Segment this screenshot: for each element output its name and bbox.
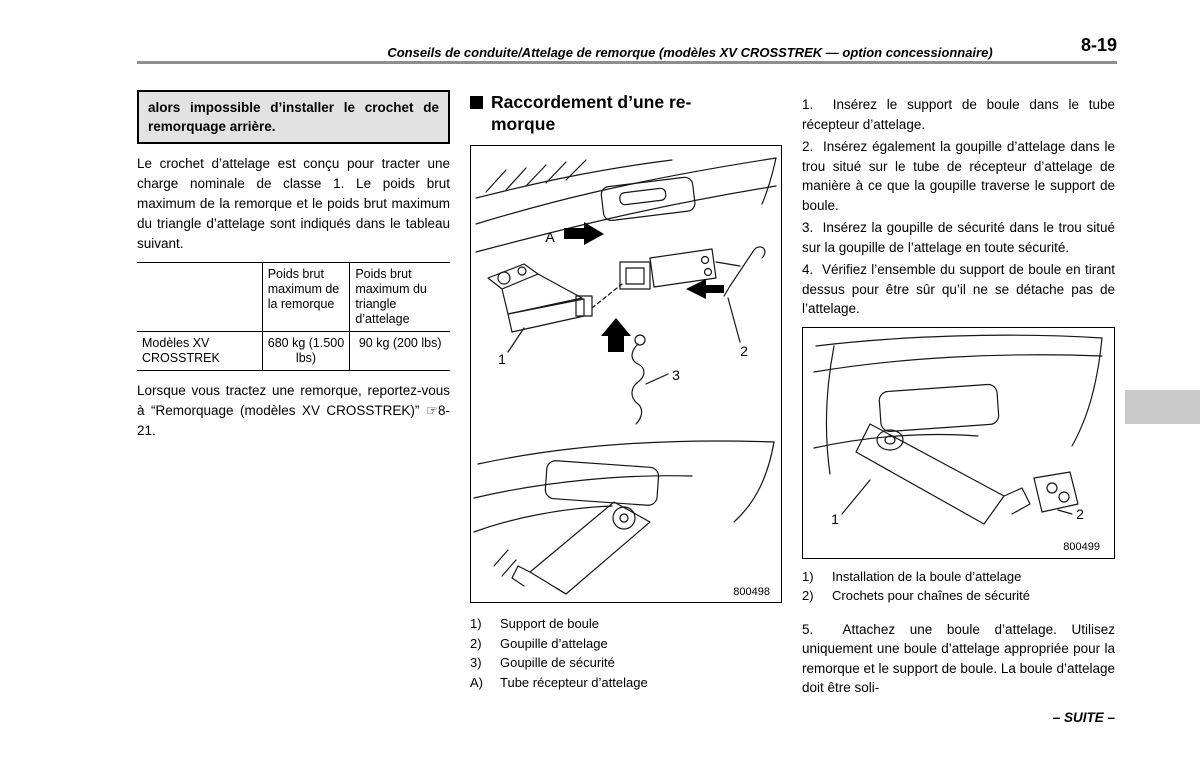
legend-item: 2) Goupille d’attelage (470, 634, 782, 654)
legend-text: Crochets pour chaînes de sécurité (832, 588, 1030, 603)
ball-installation-illustration: 1 2 800499 (813, 334, 1103, 553)
chapter-edge-tab (1125, 390, 1200, 424)
figure-ball-installation: 1 2 800499 (802, 326, 1115, 559)
table-row: Modèles XV CROSSTREK 680 kg (1.500 lbs) … (137, 331, 450, 371)
figure-legend: 1) Installation de la boule d’attelage 2)… (802, 567, 1115, 606)
section-square-icon (470, 96, 483, 109)
section-heading: Raccordement d’une re- morque (470, 91, 782, 135)
left-column: alors impossible d’installer le crochet … (137, 90, 450, 441)
table-header-trailer-weight: Poids brut maximum de la remorque (261, 262, 350, 332)
reference-hand-icon: ☞ (425, 403, 438, 418)
step-1: 1. Insérez le support de boule dans le t… (802, 97, 1115, 132)
step-3: 3. Insérez la goupille de sécurité dans … (802, 220, 1115, 255)
towing-note-text: Lorsque vous tractez une remorque, repor… (137, 383, 450, 418)
figure-number: 800498 (733, 586, 770, 598)
legend-item: 1) Installation de la boule d’attelage (802, 567, 1115, 587)
warning-box: alors impossible d’installer le crochet … (137, 90, 450, 144)
figure-label-ball-install: 1 (831, 511, 839, 527)
legend-key: 1) (470, 616, 482, 631)
table-cell-trailer-weight: 680 kg (1.500 lbs) (261, 331, 350, 371)
reference-page-text: 8-21. (137, 403, 450, 438)
legend-text: Support de boule (500, 616, 600, 631)
section-title-line2: morque (491, 114, 556, 134)
legend-item: A) Tube récepteur d’attelage (470, 673, 782, 693)
figure-label-ball-support: 1 (498, 351, 506, 367)
legend-text: Goupille de sécurité (500, 655, 615, 670)
figure-number: 800499 (1063, 541, 1100, 553)
table-header-row: Poids brut maximum de la remorque Poids … (137, 262, 450, 332)
legend-item: 1) Support de boule (470, 614, 782, 634)
header-rule (137, 61, 1117, 64)
legend-item: 3) Goupille de sécurité (470, 653, 782, 673)
section-title-line1: Raccordement d’une re- (491, 92, 692, 112)
page-number: 8-19 (1080, 35, 1117, 55)
figure-label-tube-receiver: A (545, 229, 555, 245)
legend-item: 2) Crochets pour chaînes de sécurité (802, 586, 1115, 606)
towing-note-paragraph: Lorsque vous tractez une remorque, repor… (137, 381, 450, 441)
figure-label-chain-hooks: 2 (1076, 506, 1084, 522)
table-cell-tongue-weight: 90 kg (200 lbs) (349, 331, 450, 371)
table-header-tongue-weight: Poids brut maximum du triangle d’attelag… (349, 262, 450, 332)
table-cell-model: Modèles XV CROSSTREK (142, 336, 220, 365)
step-2: 2. Insérez également la goupille d’attel… (802, 139, 1115, 213)
figure-label-hitch-pin: 2 (740, 343, 748, 359)
legend-key: 2) (470, 635, 482, 651)
running-header-title: Conseils de conduite/Attelage de remorqu… (387, 45, 993, 60)
table-header-blank (137, 262, 263, 332)
legend-key: 1) (802, 568, 814, 584)
hitch-components-illustration: A 1 2 3 800498 (473, 157, 777, 598)
intro-paragraph: Le crochet d’attelage est conçu pour tra… (137, 156, 450, 251)
legend-text: Goupille d’attelage (500, 635, 608, 651)
figure-hitch-components: A 1 2 3 800498 (470, 145, 782, 603)
right-column: 1. Insérez le support de boule dans le t… (802, 95, 1115, 725)
step-4: 4. Vérifiez l’ensemble du support de bou… (802, 262, 1115, 316)
continuation-marker: – SUITE – (1052, 709, 1115, 725)
figure-label-safety-pin: 3 (672, 367, 680, 383)
towing-capacity-table: Poids brut maximum de la remorque Poids … (137, 262, 450, 371)
figure-legend: 1) Support de boule 2) Goupille d’attelage… (470, 614, 782, 692)
direction-arrows (564, 222, 724, 352)
legend-text: Tube récepteur d’attelage (500, 674, 648, 690)
step-5: 5. Attachez une boule d’attelage. Utilis… (802, 621, 1115, 696)
section-title: Raccordement d’une re- morque (491, 91, 691, 135)
legend-key: 2) (802, 588, 814, 603)
legend-key: A) (470, 674, 483, 690)
middle-column: Raccordement d’une re- morque (470, 91, 782, 692)
legend-text: Installation de la boule d’attelage (832, 568, 1022, 584)
legend-key: 3) (470, 655, 482, 670)
